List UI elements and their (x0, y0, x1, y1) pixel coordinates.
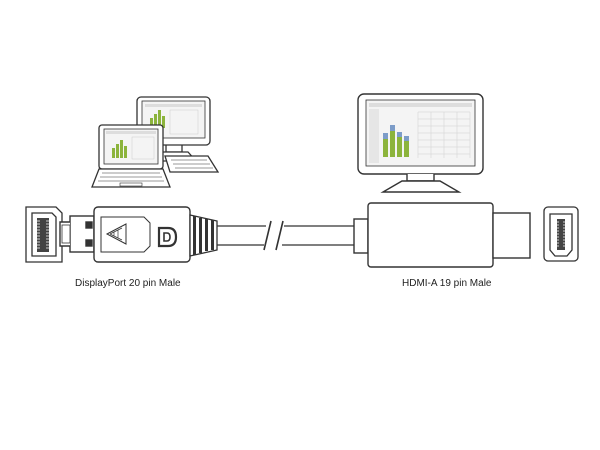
laptop-icon (91, 124, 171, 188)
displayport-logo-icon (157, 226, 178, 248)
monitor-icon (357, 93, 484, 193)
hdmi-connector-label: HDMI-A 19 pin Male (402, 278, 492, 289)
hdmi-plug (353, 202, 531, 268)
displayport-plug (59, 206, 191, 263)
hdmi-port-icon (543, 206, 579, 262)
displayport-connector-label: DisplayPort 20 pin Male (75, 278, 181, 289)
displayport-strain-relief (189, 214, 218, 257)
cable (217, 220, 354, 251)
displayport-port-icon (25, 206, 63, 263)
desktop-keyboard-icon (164, 155, 220, 173)
